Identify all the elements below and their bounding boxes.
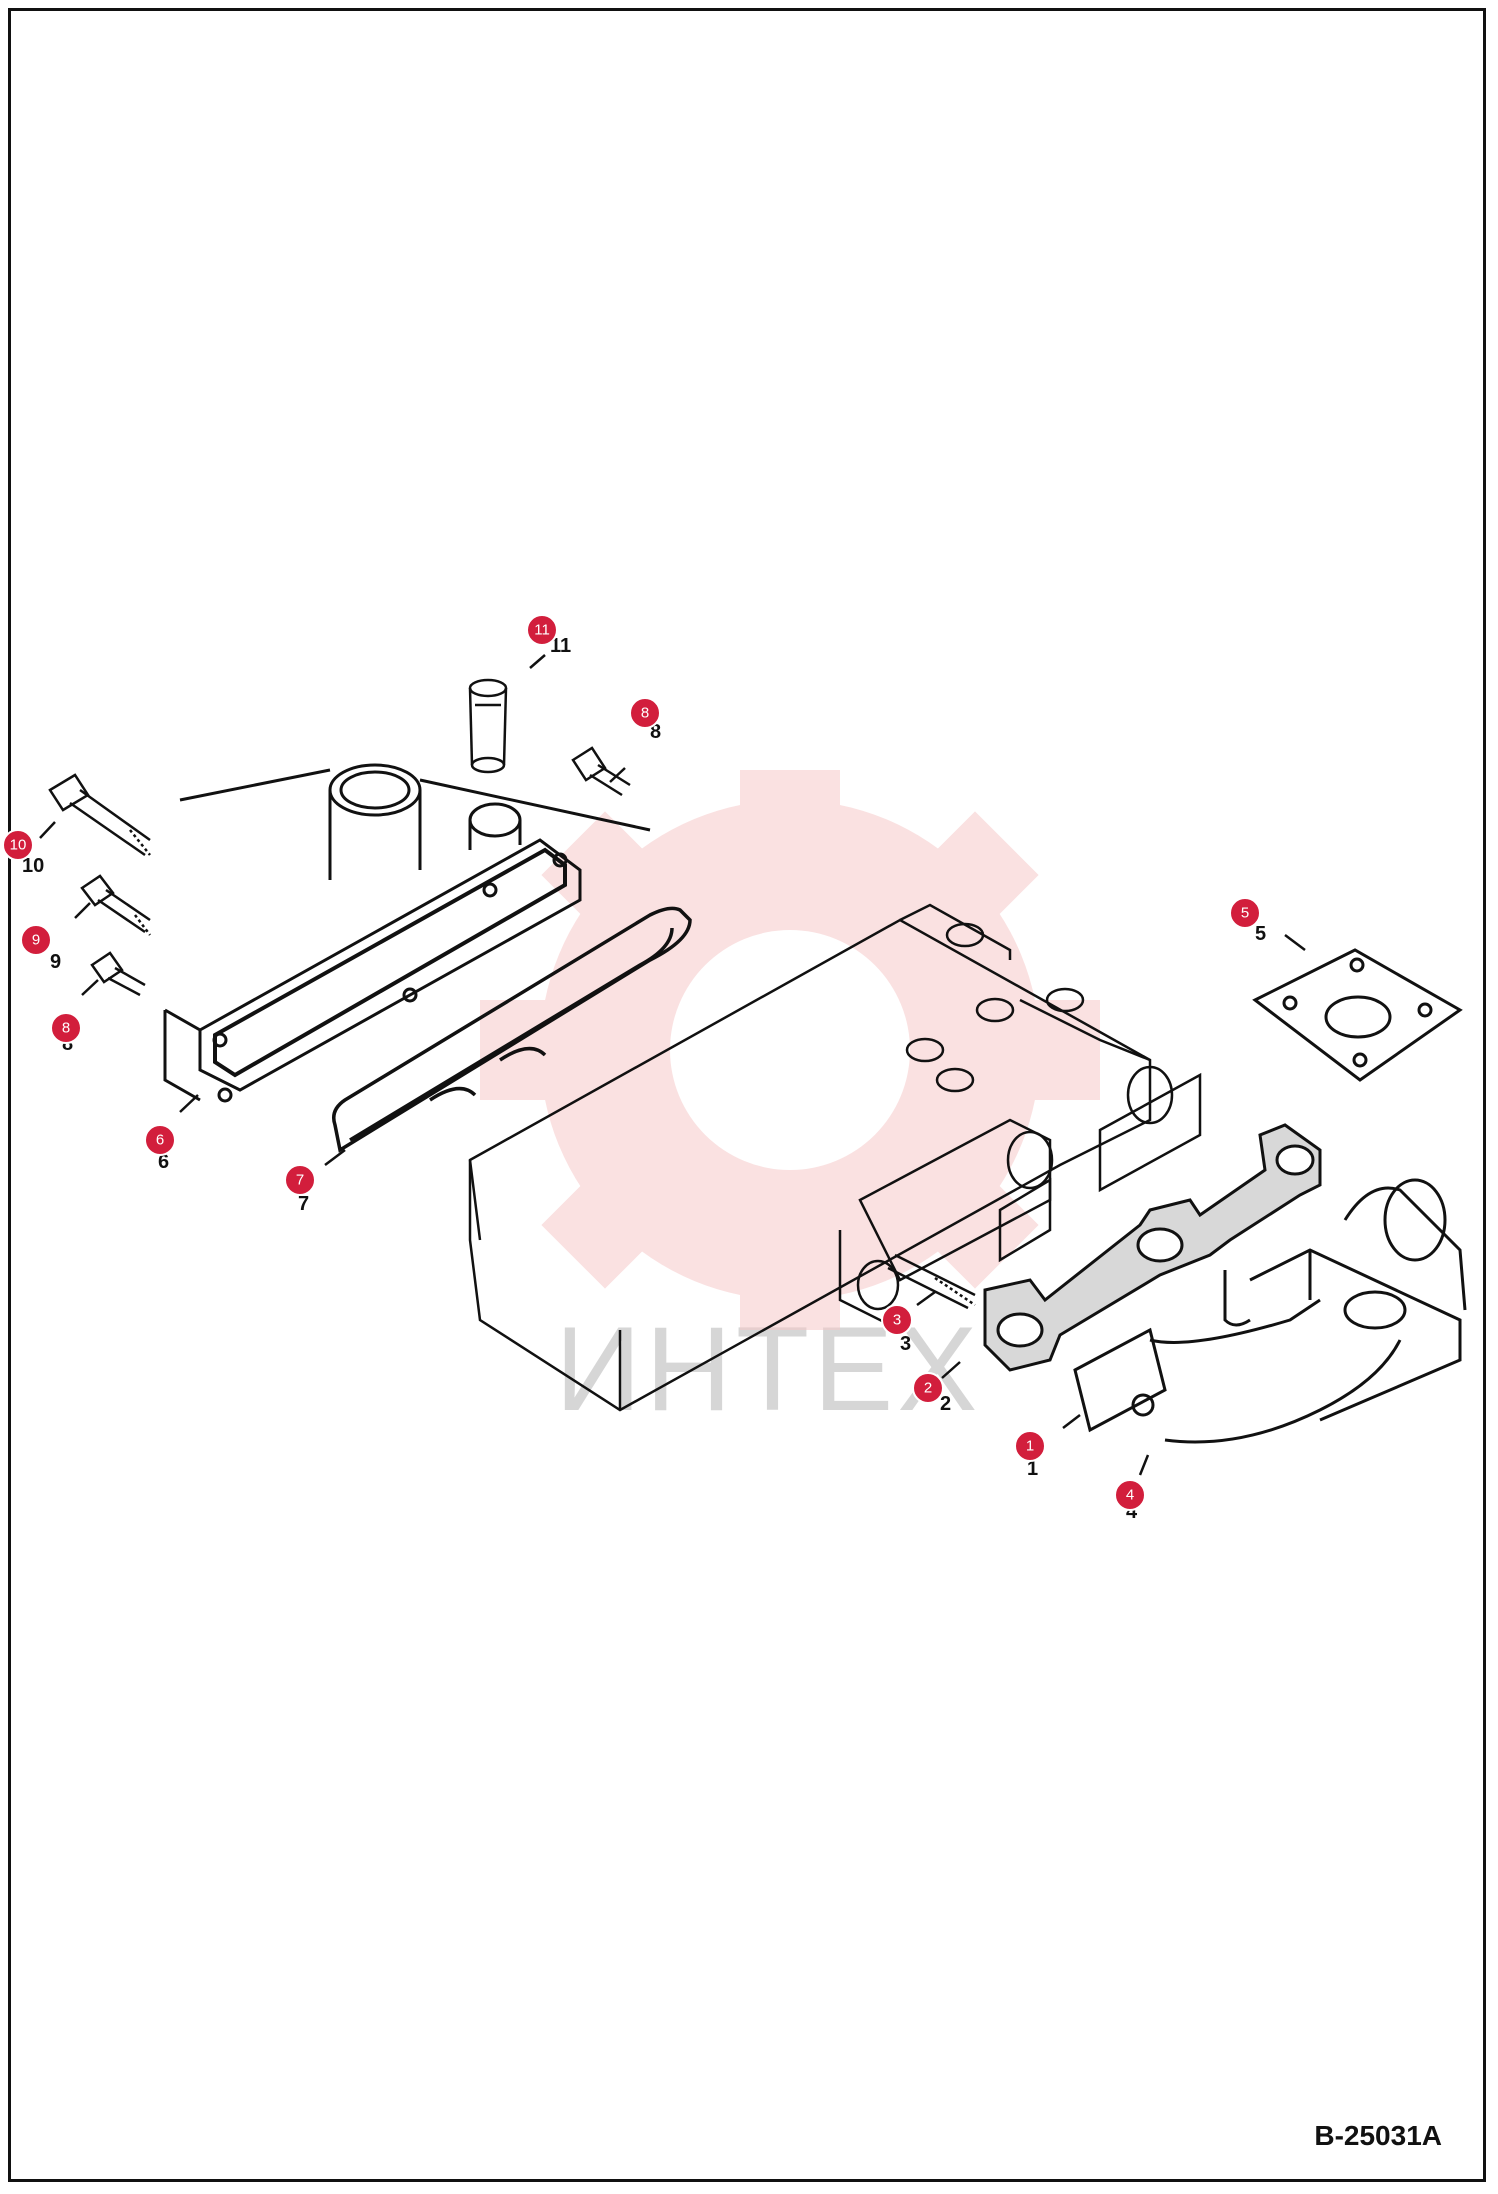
- part-number-3: 3: [900, 1333, 911, 1355]
- part-number-9: 9: [50, 951, 61, 973]
- callout-2-label: 2: [924, 1380, 932, 1397]
- callout-4[interactable]: 4: [1114, 1479, 1146, 1511]
- part-number-5: 5: [1255, 923, 1266, 945]
- callout-11[interactable]: 11: [526, 614, 558, 646]
- watermark-gear-icon: [480, 770, 1100, 1330]
- flange-gasket-5: [1252, 948, 1463, 1082]
- callout-8-left-label: 8: [62, 1020, 70, 1037]
- bolt-10: [48, 773, 151, 857]
- sleeve-11: [468, 678, 508, 774]
- part-number-8-left: 8: [62, 1033, 73, 1055]
- callout-8-left[interactable]: 8: [50, 1012, 82, 1044]
- callout-8-top[interactable]: 8: [629, 697, 661, 729]
- bolt-8-top: [571, 746, 631, 797]
- callout-7-label: 7: [296, 1172, 304, 1189]
- callout-11-label: 11: [534, 622, 550, 639]
- reference-code: B-25031A: [1314, 2120, 1442, 2151]
- callout-1-label: 1: [1026, 1438, 1034, 1455]
- diagram-frame: [8, 8, 1486, 2182]
- leader-lines: [39, 654, 1306, 1476]
- part-number-2: 2: [940, 1393, 951, 1415]
- part-number-labels: 10 9 8 6 7 11 8 5 3 2 1 4: [22, 635, 1266, 1523]
- callout-3-label: 3: [893, 1312, 901, 1329]
- callout-6[interactable]: 6: [144, 1124, 176, 1156]
- cylinder-head: [468, 903, 1202, 1412]
- callout-10[interactable]: 10: [2, 829, 34, 861]
- callout-5-label: 5: [1241, 905, 1249, 922]
- callout-9[interactable]: 9: [20, 924, 52, 956]
- gasket-7: [332, 906, 692, 1153]
- part-number-8-top: 8: [650, 721, 661, 743]
- callout-2[interactable]: 2: [912, 1372, 944, 1404]
- callout-5[interactable]: 5: [1229, 897, 1261, 929]
- bolt-8-left: [90, 951, 146, 997]
- callout-7[interactable]: 7: [284, 1164, 316, 1196]
- thermostat-housing: [163, 763, 651, 1103]
- callout-9-label: 9: [32, 932, 40, 949]
- callout-1[interactable]: 1: [1014, 1430, 1046, 1462]
- callout-10-label: 10: [10, 837, 27, 854]
- bolt-9: [80, 874, 151, 936]
- callout-8-top-label: 8: [641, 705, 649, 722]
- callout-4-label: 4: [1126, 1487, 1134, 1504]
- part-number-11: 11: [550, 635, 571, 657]
- exhaust-gasket-2: [983, 1123, 1322, 1372]
- part-number-6: 6: [158, 1151, 169, 1173]
- exhaust-manifold: [1073, 1178, 1467, 1444]
- part-number-7: 7: [298, 1193, 309, 1215]
- callout-6-label: 6: [156, 1132, 164, 1149]
- callout-3[interactable]: 3: [881, 1304, 913, 1336]
- part-number-10: 10: [22, 855, 44, 877]
- part-number-1: 1: [1027, 1458, 1038, 1480]
- stud-3: [887, 1253, 976, 1310]
